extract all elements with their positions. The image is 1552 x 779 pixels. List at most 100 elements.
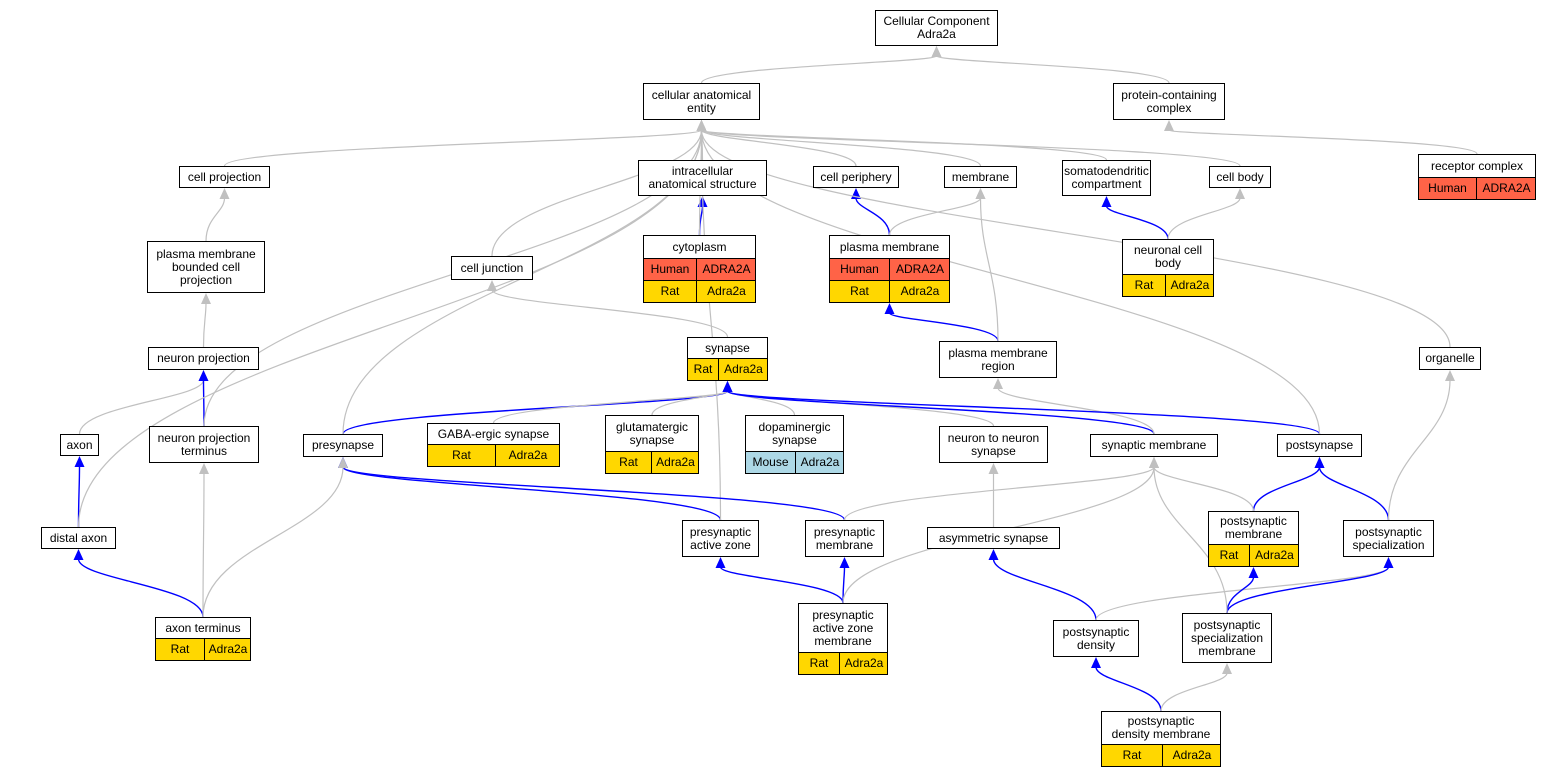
gene-symbol: Adra2a	[718, 359, 768, 380]
species-label: Mouse	[752, 455, 789, 469]
term-label: membrane	[951, 169, 1010, 184]
edge-is-a	[202, 302, 207, 348]
arrowhead	[198, 370, 209, 381]
term-membrane[interactable]: membrane	[944, 166, 1017, 188]
term-cytoplasm[interactable]: cytoplasm	[643, 235, 756, 259]
species-label: Rat	[1122, 748, 1142, 762]
term-cellular-component[interactable]: Cellular Component Adra2a	[875, 10, 998, 46]
arrowhead	[1222, 663, 1232, 674]
term-cell-body[interactable]: cell body	[1209, 166, 1271, 188]
term-label: cell periphery	[820, 169, 892, 184]
term-neuron-to-neuron-synapse[interactable]: neuron to neuron synapse	[939, 426, 1048, 463]
term-label: postsynaptic membrane	[1220, 514, 1287, 541]
term-label: cytoplasm	[672, 239, 727, 254]
gene-symbol: Adra2a	[795, 452, 844, 473]
term-label: presynapse	[311, 438, 375, 452]
term-neuron-projection-terminus[interactable]: neuron projection terminus	[149, 426, 259, 463]
edge-is-a	[1160, 672, 1228, 712]
edge-is-a	[78, 379, 205, 435]
term-dopaminergic-synapse[interactable]: dopaminergic synapse	[745, 415, 844, 452]
term-label: axon	[66, 437, 93, 452]
arrowhead	[201, 293, 211, 304]
arrowhead	[722, 381, 733, 392]
arrowhead	[1248, 567, 1259, 578]
annotation-row[interactable]: Rat Adra2a	[1101, 745, 1221, 767]
edge-is-a	[700, 129, 857, 167]
term-neuron-projection[interactable]: neuron projection	[148, 347, 259, 370]
edge-part-of	[1226, 576, 1255, 614]
term-plasma-membrane[interactable]: plasma membrane	[829, 235, 950, 259]
arrowhead	[839, 557, 850, 568]
term-presynaptic-membrane[interactable]: presynaptic membrane	[805, 520, 884, 557]
term-label: plasma membrane	[839, 239, 940, 254]
edge-is-a	[651, 390, 729, 416]
term-intracellular-anatomical-structure[interactable]: intracellular anatomical structure	[638, 160, 767, 196]
term-postsynaptic-specialization-membrane[interactable]: postsynaptic specialization membrane	[1182, 613, 1272, 663]
edge-part-of	[855, 197, 891, 236]
species-label: Rat	[809, 656, 829, 670]
term-presynaptic-active-zone[interactable]: presynaptic active zone	[682, 520, 759, 557]
arrowhead	[993, 378, 1003, 389]
term-axon-terminus[interactable]: axon terminus	[155, 617, 251, 639]
arrowhead	[487, 280, 497, 291]
term-neuronal-cell-body[interactable]: neuronal cell body	[1122, 239, 1214, 275]
edge-part-of	[342, 466, 846, 521]
term-cell-junction[interactable]: cell junction	[451, 256, 533, 280]
term-receptor-complex[interactable]: receptor complex	[1418, 154, 1536, 178]
term-somatodendritic-compartment[interactable]: somatodendritic compartment	[1062, 160, 1151, 196]
term-synaptic-membrane[interactable]: synaptic membrane	[1090, 434, 1218, 457]
term-cell-projection[interactable]: cell projection	[179, 166, 270, 188]
term-organelle[interactable]: organelle	[1419, 347, 1481, 370]
arrowhead	[338, 457, 348, 468]
term-cell-periphery[interactable]: cell periphery	[813, 166, 899, 188]
term-cellular-anatomical-entity[interactable]: cellular anatomical entity	[643, 83, 760, 120]
term-plasma-membrane-region[interactable]: plasma membrane region	[939, 341, 1057, 378]
edge-is-a	[202, 466, 344, 618]
edge-is-a	[700, 129, 1108, 161]
term-presynaptic-active-zone-membrane[interactable]: presynaptic active zone membrane	[798, 603, 888, 653]
term-axon[interactable]: axon	[60, 434, 99, 456]
term-presynapse[interactable]: presynapse	[303, 434, 383, 457]
term-distal-axon[interactable]: distal axon	[41, 527, 116, 549]
term-label: presynaptic membrane	[813, 524, 876, 552]
edge-part-of	[1105, 205, 1169, 240]
term-label: neuron projection	[157, 351, 250, 365]
term-synapse[interactable]: synapse	[687, 337, 768, 359]
term-glutamatergic-synapse[interactable]: glutamatergic synapse	[605, 415, 699, 452]
term-postsynaptic-membrane[interactable]: postsynaptic membrane	[1208, 511, 1299, 545]
gene-symbol: Adra2a	[696, 281, 756, 302]
term-postsynapse[interactable]: postsynapse	[1277, 434, 1362, 457]
edge-part-of	[992, 558, 1097, 621]
term-postsynaptic-density[interactable]: postsynaptic density	[1053, 620, 1139, 657]
species-label: Rat	[693, 362, 713, 376]
edge-part-of	[1252, 466, 1321, 512]
arrowhead	[988, 549, 999, 560]
term-gaba-ergic-synapse[interactable]: GABA-ergic synapse	[427, 423, 560, 445]
annotation-row[interactable]: Rat Adra2a	[687, 359, 768, 381]
edge-is-a	[888, 197, 982, 236]
arrowhead	[696, 120, 707, 131]
arrowhead	[884, 303, 895, 314]
edge-part-of	[726, 390, 1155, 435]
gene-symbol: ADRA2A	[696, 259, 756, 280]
gene-symbol: Adra2a	[1162, 745, 1221, 766]
species-label: Human	[1428, 181, 1467, 195]
term-postsynaptic-density-membrane[interactable]: postsynaptic density membrane	[1101, 711, 1221, 745]
term-asymmetric-synapse[interactable]: asymmetric synapse	[927, 527, 1060, 549]
term-label: cell junction	[460, 260, 524, 275]
term-plasma-membrane-bounded-cell-projection[interactable]: plasma membrane bounded cell projection	[147, 241, 265, 293]
annotation-row[interactable]: Mouse Adra2a	[745, 452, 844, 474]
term-postsynaptic-specialization[interactable]: postsynaptic specialization	[1343, 520, 1434, 557]
term-protein-containing-complex[interactable]: protein-containing complex	[1113, 83, 1225, 120]
